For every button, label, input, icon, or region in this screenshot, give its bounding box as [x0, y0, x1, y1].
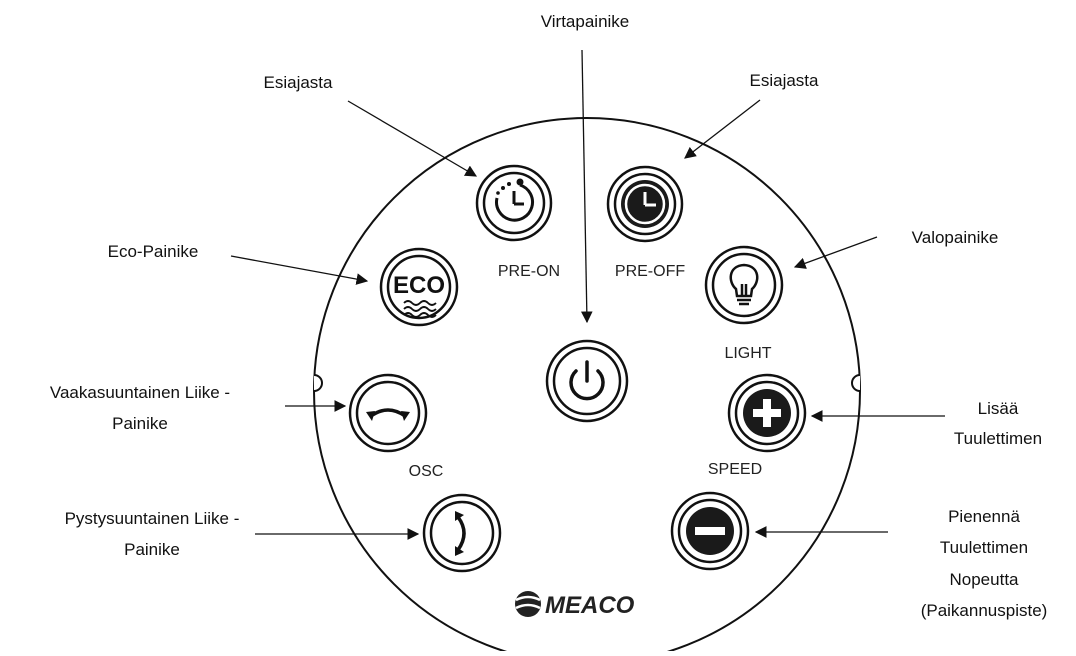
callout-speed-up-line2: Tuulettimen: [954, 429, 1042, 448]
callout-speed-down-line4: (Paikannuspiste): [921, 601, 1048, 620]
osc-button[interactable]: [348, 373, 428, 453]
eco-icon-text: ECO: [393, 272, 445, 299]
speed-up-button[interactable]: [727, 373, 807, 453]
brand-logo: MEACO: [515, 591, 635, 619]
callout-vertical-line2: Painike: [124, 540, 180, 559]
callout-arrow-power: [580, 49, 593, 324]
callout-speed-down-line2: Tuulettimen: [940, 538, 1028, 557]
eco-button[interactable]: ECO: [379, 247, 459, 327]
callout-osc-line1: Vaakasuuntainen Liike -: [50, 383, 230, 402]
speed-down-button[interactable]: [670, 491, 750, 571]
light-label: LIGHT: [724, 345, 771, 362]
pre-off-button[interactable]: [606, 165, 684, 243]
brand-name: MEACO: [545, 592, 635, 619]
callout-speed-up-line1: Lisää: [978, 399, 1019, 418]
callout-arrow-eco: [230, 255, 369, 285]
power-button[interactable]: [545, 339, 629, 423]
callout-pre-off: Esiajasta: [750, 71, 820, 90]
osc-label: OSC: [409, 463, 444, 480]
eco-waves-icon: [403, 300, 437, 318]
right-notch: [851, 374, 861, 392]
meaco-logo-icon: [515, 591, 541, 617]
pre-on-button[interactable]: [475, 164, 553, 242]
callout-speed-down-line1: Pienennä: [948, 507, 1020, 526]
power-icon: [569, 360, 605, 401]
plus-icon: [743, 389, 791, 437]
callout-osc-line2: Painike: [112, 414, 168, 433]
pre-on-label: PRE-ON: [498, 263, 560, 280]
callout-arrow-pre-on: [347, 100, 478, 177]
callout-power: Virtapainike: [541, 12, 630, 31]
timer-dotted-icon: [495, 178, 534, 222]
pre-off-label: PRE-OFF: [615, 263, 685, 280]
speed-label: SPEED: [708, 461, 762, 478]
lightbulb-icon: [729, 263, 759, 306]
callout-eco: Eco-Painike: [108, 242, 199, 261]
left-notch: [313, 374, 323, 392]
callout-vertical-line1: Pystysuuntainen Liike -: [65, 509, 240, 528]
callout-lines: [230, 49, 945, 540]
vertical-swing-icon: [455, 511, 466, 556]
callout-speed-down-line3: Nopeutta: [950, 570, 1020, 589]
callout-arrow-light: [793, 236, 878, 269]
callout-light: Valopainike: [912, 228, 999, 247]
vertical-swing-button[interactable]: [422, 493, 502, 573]
light-button[interactable]: [704, 245, 784, 325]
minus-icon: [686, 507, 734, 555]
callout-pre-on: Esiajasta: [264, 73, 334, 92]
callout-arrow-pre-off: [684, 99, 761, 159]
horizontal-swing-icon: [366, 408, 410, 421]
clock-filled-icon: [621, 180, 669, 228]
